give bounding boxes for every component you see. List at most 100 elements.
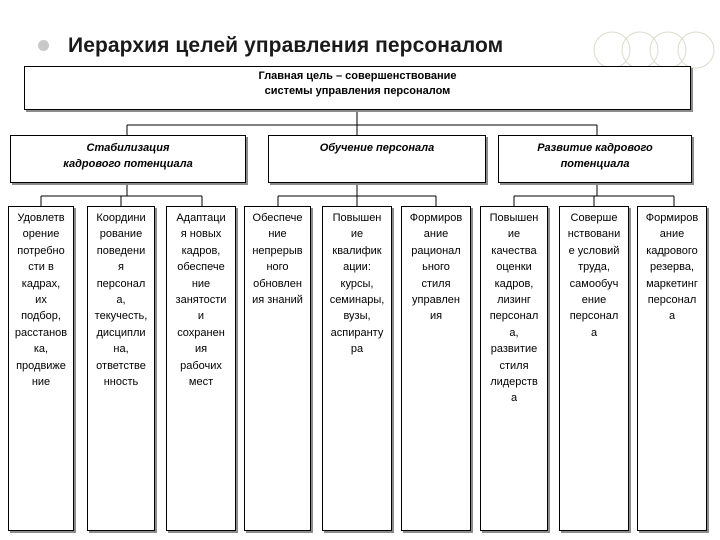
leaf-line: резерва,	[649, 261, 695, 274]
leaf-behavior-coordination: Координи рование поведени я персонал а, текуче…	[87, 206, 155, 531]
leaf-line: ного	[266, 261, 289, 274]
leaf-line: лидерств	[490, 376, 538, 389]
leaf-line: кадров,	[494, 277, 534, 290]
leaf-line: расстанов	[14, 326, 68, 339]
leaf-staffing-needs: Удовлетв орение потребно сти в кадрах, их подб…	[8, 206, 74, 531]
leaf-line: подбор,	[21, 310, 61, 323]
leaf-line: рационал	[411, 244, 461, 257]
leaf-line: а,	[509, 326, 519, 339]
leaf-line: на,	[113, 343, 129, 356]
leaf-line: курсы,	[340, 277, 374, 290]
main-goal-line: системы управления персоналом	[264, 85, 451, 97]
subgoal-line: Развитие кадрового	[537, 142, 653, 154]
leaf-line: ответстве	[96, 359, 146, 372]
leaf-line: кадров,	[181, 244, 221, 257]
subgoal-line: Стабилизация	[86, 142, 170, 154]
subgoal-line: кадрового потенциала	[63, 158, 193, 170]
leaf-line: ание	[659, 228, 685, 241]
leaf-line: ние	[31, 376, 51, 389]
leaf-line: кадрах,	[21, 277, 61, 290]
leaf-line: труда,	[578, 261, 610, 274]
bullet-dot-icon	[38, 40, 49, 51]
main-goal-line: Главная цель – совершенствование	[258, 70, 457, 82]
leaf-line: продвиже	[16, 359, 66, 372]
leaf-line: я новых	[180, 228, 222, 241]
leaf-line: персонал	[647, 294, 697, 307]
leaf-line: Формиров	[645, 212, 699, 224]
subgoal-line: Обучение персонала	[319, 142, 435, 154]
leaf-reserve-marketing: Формиров ание кадрового резерва, маркетинг пе…	[637, 206, 707, 531]
leaf-line: Адаптаци	[176, 212, 226, 224]
leaf-line: занятости	[175, 294, 227, 307]
leaf-line: ия знаний	[252, 294, 303, 307]
subgoal-box-development: Развитие кадрового потенциала	[498, 135, 692, 183]
leaf-line: рабочих	[180, 359, 222, 372]
leaf-line: а	[510, 392, 518, 405]
leaf-line: персонал	[96, 277, 146, 290]
leaf-line: а	[590, 326, 598, 339]
page-title: Иерархия целей управления персоналом	[68, 34, 504, 57]
leaf-line: ации:	[343, 261, 371, 274]
leaf-line: я	[118, 261, 124, 274]
leaf-line: дисципли	[96, 326, 146, 339]
leaf-line: рование	[99, 228, 143, 241]
leaf-line: развитие	[490, 343, 538, 356]
leaf-line: ия	[429, 310, 443, 323]
leaf-line: Повышен	[489, 212, 539, 224]
leaf-line: сохранен	[177, 326, 225, 339]
subgoal-box-training: Обучение персонала	[268, 135, 486, 183]
leaf-line: ние	[268, 228, 287, 241]
leaf-qualification: Повышен ие квалифик ации: курсы, семинары, вуз…	[322, 206, 392, 531]
leaf-line: маркетинг	[646, 277, 698, 290]
leaf-line: стиля	[499, 359, 529, 372]
leaf-line: качества	[491, 244, 537, 257]
leaf-line: Удовлетв	[17, 212, 65, 224]
leaf-line: ние	[191, 277, 211, 290]
leaf-working-conditions: Соверше нствовани е условий труда, самообуч е…	[559, 206, 629, 531]
leaf-line: ра	[350, 343, 364, 356]
leaf-line: обеспече	[177, 261, 225, 274]
leaf-line: Координи	[96, 212, 146, 224]
leaf-line: квалифик	[332, 244, 382, 257]
leaf-line: поведени	[96, 244, 146, 257]
leaf-line: ие	[350, 228, 364, 241]
leaf-line: персонал	[489, 310, 539, 323]
leaf-line: нствовани	[567, 228, 621, 241]
leaf-line: текучесть,	[94, 310, 148, 323]
subgoal-line: потенциала	[560, 158, 630, 170]
leaf-line: ка,	[33, 343, 49, 356]
leaf-line: Обеспече	[252, 212, 303, 224]
leaf-line: ие	[507, 228, 521, 241]
leaf-line: а	[668, 310, 676, 323]
leaf-line: Соверше	[570, 212, 618, 224]
leaf-line: мест	[188, 376, 214, 389]
leaf-line: управлен	[412, 294, 460, 307]
leaf-line: ение	[581, 294, 607, 307]
leaf-line: их	[35, 294, 47, 307]
leaf-line: Повышен	[332, 212, 382, 224]
leaf-line: орение	[22, 228, 60, 241]
leaf-line: кадрового	[646, 244, 698, 257]
leaf-line: а,	[116, 294, 126, 307]
leaf-line: семинары,	[329, 294, 385, 307]
leaf-line: нность	[103, 376, 139, 389]
leaf-line: вузы,	[343, 310, 371, 323]
leaf-line: ание	[423, 228, 449, 241]
leaf-line: е условий	[568, 244, 620, 257]
leaf-line: потребно	[17, 244, 65, 257]
leaf-line: самообуч	[569, 277, 619, 290]
leaf-line: аспиранту	[330, 326, 384, 339]
subgoal-box-stabilization: Стабилизация кадрового потенциала	[10, 135, 246, 183]
leaf-line: непрерыв	[252, 244, 303, 257]
leaf-line: персонал	[569, 310, 619, 323]
main-goal-box: Главная цель – совершенствование системы…	[24, 66, 691, 110]
leaf-adaptation: Адаптаци я новых кадров, обеспече ние занятос…	[166, 206, 236, 531]
leaf-line: стиля	[421, 277, 451, 290]
leaf-line: и	[197, 310, 205, 323]
leaf-line: сти в	[28, 261, 54, 274]
leaf-line: ия	[194, 343, 208, 356]
